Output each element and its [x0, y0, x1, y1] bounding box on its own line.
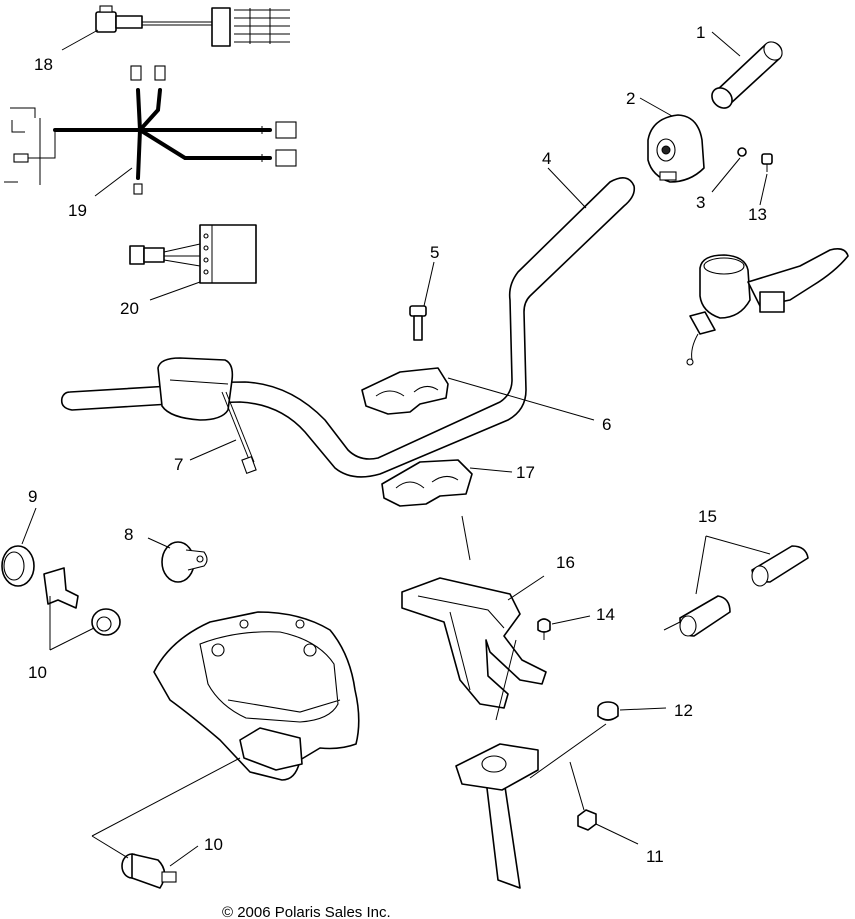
leader-10a-2	[49, 627, 95, 651]
handlebar-pod-housing	[153, 611, 360, 781]
leader-16	[507, 575, 545, 601]
leader-11-b	[569, 761, 585, 811]
part-19-wire-harness	[4, 65, 297, 195]
leader-9	[21, 507, 37, 545]
part-8-indicator	[161, 541, 208, 583]
label-1: 1	[696, 23, 705, 42]
part-4-handlebar	[60, 177, 636, 478]
leader-10b-2	[91, 835, 129, 859]
copyright-notice: © 2006 Polaris Sales Inc.	[222, 904, 391, 919]
part-10-key-switch	[121, 853, 177, 889]
part-3-screw	[737, 147, 747, 157]
leader-6	[447, 377, 595, 421]
part-1-grip	[711, 41, 783, 109]
leader-7	[189, 439, 237, 461]
label-11: 11	[646, 847, 664, 866]
part-5-bolt	[409, 305, 427, 341]
part-17-lower-clamp	[381, 459, 473, 507]
leader-12-b	[529, 723, 607, 779]
label-20: 20	[120, 299, 139, 318]
part-6-upper-clamp	[361, 367, 449, 415]
label-16: 16	[556, 553, 575, 572]
leader-10b-1	[91, 757, 241, 837]
leader-17	[469, 467, 513, 473]
leader-14	[551, 615, 591, 625]
label-4: 4	[542, 149, 551, 168]
label-17: 17	[516, 463, 535, 482]
label-3: 3	[696, 193, 705, 212]
label-9: 9	[28, 487, 37, 506]
part-9-cap	[1, 545, 35, 587]
leader-10b-3	[169, 845, 199, 867]
part-7-switch-cable	[157, 357, 257, 474]
label-8: 8	[124, 525, 133, 544]
leader-8	[147, 537, 171, 549]
leader-2	[639, 97, 673, 117]
part-2-switch-housing	[647, 114, 705, 183]
leader-5	[423, 261, 435, 307]
part-15-grip-ends	[663, 545, 809, 637]
part-12-bushing	[597, 701, 619, 721]
part-20-relay	[129, 224, 257, 284]
steering-column	[455, 639, 539, 889]
leader-11	[595, 823, 639, 845]
label-2: 2	[626, 89, 635, 108]
label-15: 15	[698, 507, 717, 526]
leader-13	[759, 173, 768, 206]
part-13-screw	[761, 153, 773, 172]
leader-19	[94, 167, 133, 197]
label-6: 6	[602, 415, 611, 434]
label-12: 12	[674, 701, 693, 720]
label-10-left: 10	[28, 663, 47, 682]
label-19: 19	[68, 201, 87, 220]
part-18-harness-connector	[95, 5, 290, 47]
leader-12	[619, 707, 667, 711]
part-14-screw	[537, 618, 551, 640]
label-18: 18	[34, 55, 53, 74]
label-14: 14	[596, 605, 615, 624]
part-10-bracket	[43, 567, 121, 636]
leader-3	[711, 157, 741, 193]
part-16-bracket	[401, 515, 547, 709]
leader-18	[61, 29, 99, 51]
leader-1	[711, 31, 741, 57]
label-10-bottom: 10	[204, 835, 223, 854]
leader-20	[149, 281, 201, 301]
label-5: 5	[430, 243, 439, 262]
part-11-nut	[577, 809, 597, 831]
leader-4	[547, 167, 587, 209]
label-7: 7	[174, 455, 183, 474]
label-13: 13	[748, 205, 767, 224]
leader-15-1	[695, 535, 707, 595]
leader-15-2	[705, 535, 771, 555]
brake-lever-assembly	[686, 248, 849, 366]
